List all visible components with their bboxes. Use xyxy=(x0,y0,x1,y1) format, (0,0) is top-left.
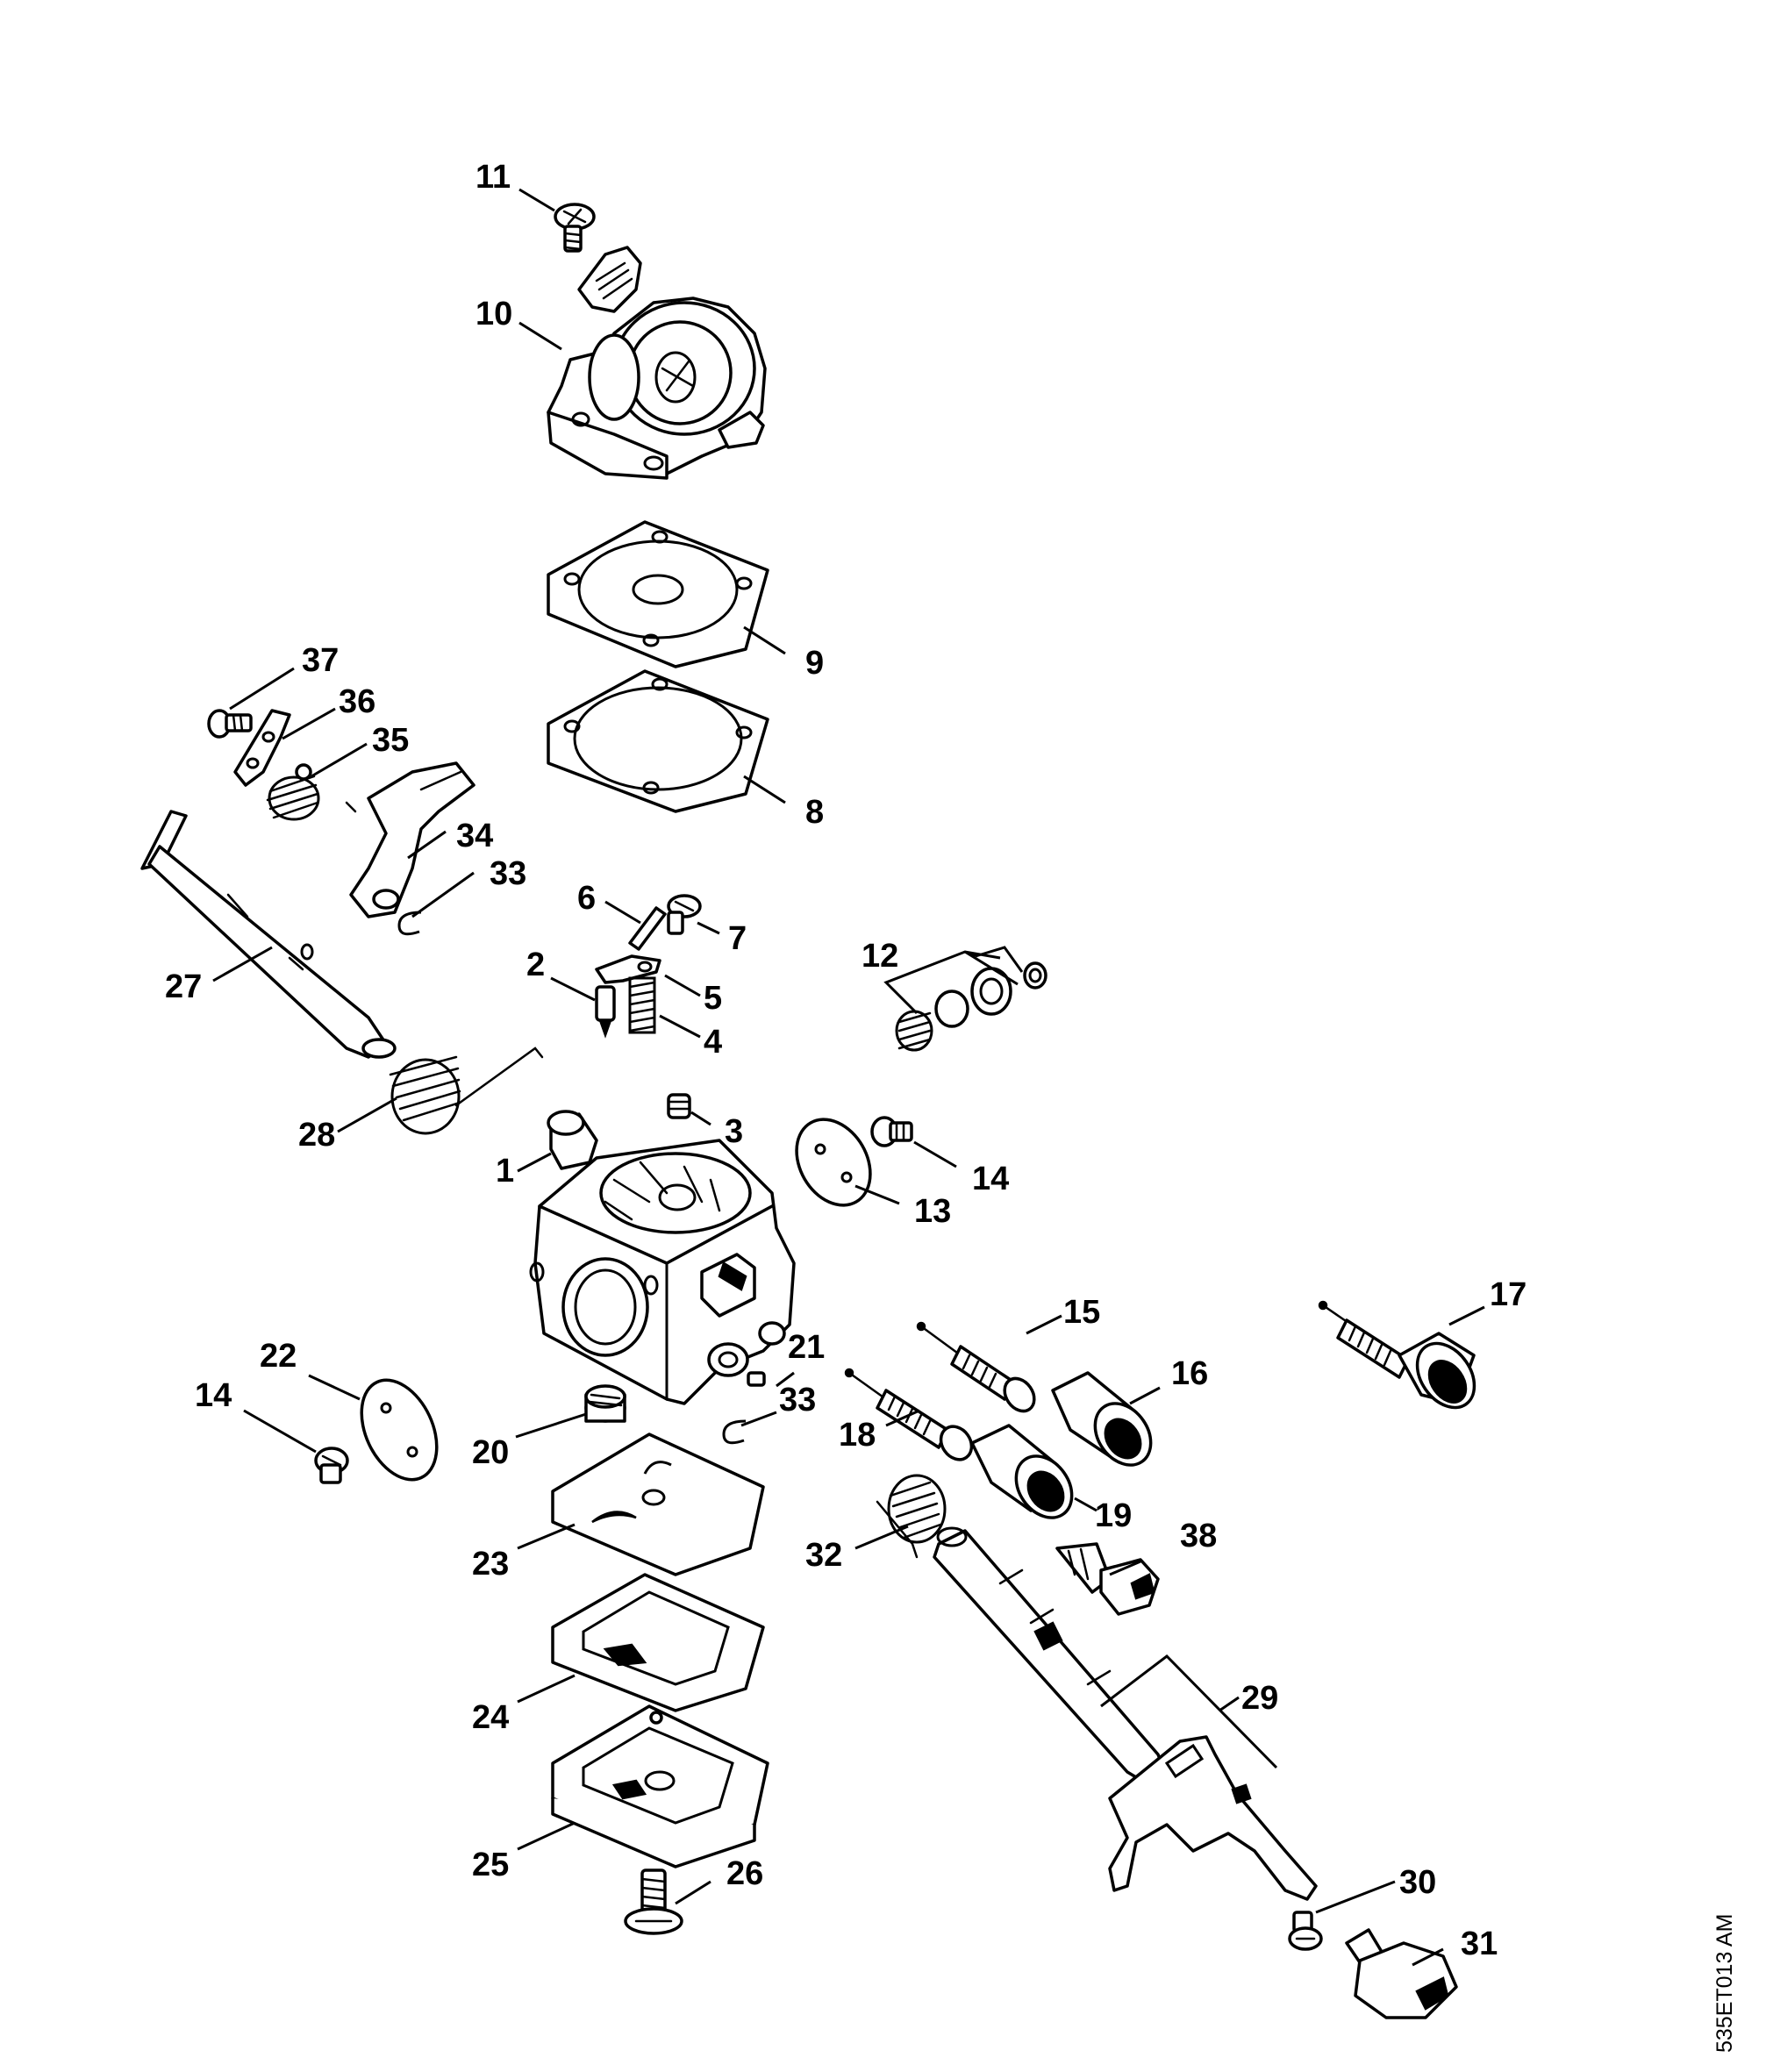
callout-37: 37 xyxy=(302,642,339,679)
part-7-screw xyxy=(667,894,702,935)
callout-33-upper: 33 xyxy=(490,855,526,892)
callout-32: 32 xyxy=(805,1537,842,1574)
callout-20: 20 xyxy=(472,1434,509,1471)
callout-2: 2 xyxy=(526,947,545,983)
callout-26: 26 xyxy=(726,1855,763,1892)
callout-7: 7 xyxy=(728,920,747,957)
callout-30: 30 xyxy=(1399,1864,1436,1901)
callout-38: 38 xyxy=(1180,1518,1217,1554)
part-25-cover xyxy=(551,1704,769,1868)
callout-3: 3 xyxy=(725,1113,743,1150)
callout-4: 4 xyxy=(704,1024,722,1061)
callout-13: 13 xyxy=(914,1193,951,1230)
part-30-screw xyxy=(1288,1911,1323,1951)
part-22-disc xyxy=(360,1378,439,1482)
callout-23: 23 xyxy=(472,1546,509,1583)
part-2-needle xyxy=(595,985,616,1039)
callout-labels: 11 10 9 8 37 36 35 34 33 27 28 6 7 2 5 4… xyxy=(165,159,1526,1962)
part-24-gasket xyxy=(551,1573,765,1712)
part-5-lever xyxy=(595,954,661,984)
part-1-cap xyxy=(547,1110,598,1170)
callout-18: 18 xyxy=(839,1417,876,1454)
callout-27: 27 xyxy=(165,968,202,1005)
carburetor-body xyxy=(529,1139,796,1405)
drawing-code: 535ET013 AM xyxy=(1712,1913,1737,2053)
callout-6: 6 xyxy=(577,880,596,917)
part-6-pin xyxy=(628,906,667,951)
part-3-plug xyxy=(667,1093,691,1119)
part-37-screw xyxy=(207,709,253,739)
part-32-spring xyxy=(876,1474,947,1559)
callout-8: 8 xyxy=(805,794,824,831)
callout-14-upper: 14 xyxy=(972,1161,1009,1197)
callout-5: 5 xyxy=(704,980,722,1017)
callout-9: 9 xyxy=(805,645,824,682)
callout-19: 19 xyxy=(1095,1497,1132,1534)
callout-28: 28 xyxy=(298,1117,335,1154)
part-29-throttle xyxy=(933,1526,1318,1901)
part-27-shaft xyxy=(140,810,397,1059)
leader-lines xyxy=(212,188,1485,1967)
callout-22: 22 xyxy=(260,1338,297,1375)
callout-15: 15 xyxy=(1063,1294,1100,1331)
part-20-screen xyxy=(584,1384,626,1423)
part-31-knob xyxy=(1345,1928,1458,2019)
part-19-cap xyxy=(970,1424,1074,1519)
callout-34: 34 xyxy=(456,818,493,854)
callout-33-lower: 33 xyxy=(779,1382,816,1418)
callout-31: 31 xyxy=(1461,1926,1498,1962)
part-10-cover xyxy=(547,246,767,480)
part-17-screw xyxy=(1318,1300,1476,1410)
part-23-diaphragm xyxy=(551,1433,765,1576)
part-14-screw-upper xyxy=(870,1116,913,1147)
part-16-cap xyxy=(1051,1371,1153,1467)
callout-24: 24 xyxy=(472,1699,509,1736)
callout-11: 11 xyxy=(475,159,511,196)
callout-25: 25 xyxy=(472,1847,509,1883)
part-33-clip-lower xyxy=(722,1419,747,1445)
part-26-screw xyxy=(624,1868,683,1935)
part-36-lever xyxy=(233,709,291,787)
part-14-screw-lower xyxy=(314,1447,349,1484)
part-4-spring xyxy=(628,976,656,1034)
part-11-screw xyxy=(554,203,596,253)
part-18-screw xyxy=(844,1368,974,1461)
callout-21: 21 xyxy=(788,1329,825,1366)
callout-14-lower: 14 xyxy=(195,1377,232,1414)
callout-1: 1 xyxy=(496,1153,514,1190)
part-12-parts xyxy=(895,961,1047,1052)
callout-35: 35 xyxy=(372,722,409,759)
callout-16: 16 xyxy=(1171,1355,1208,1392)
part-9-diaphragm xyxy=(547,520,769,668)
part-38-screw xyxy=(1055,1542,1160,1616)
callout-12: 12 xyxy=(862,938,898,975)
callout-29: 29 xyxy=(1241,1680,1278,1717)
part-13-disc xyxy=(795,1118,872,1207)
part-8-gasket xyxy=(547,669,769,813)
part-33-clip-upper xyxy=(397,911,422,936)
callout-36: 36 xyxy=(339,683,375,720)
part-21-jet xyxy=(747,1371,766,1387)
callout-10: 10 xyxy=(475,296,512,332)
part-34-arm xyxy=(345,761,475,918)
part-15-screw xyxy=(916,1321,1036,1413)
callout-17: 17 xyxy=(1490,1276,1526,1313)
part-35-spring xyxy=(266,763,320,821)
part-28-spring xyxy=(389,1047,544,1135)
